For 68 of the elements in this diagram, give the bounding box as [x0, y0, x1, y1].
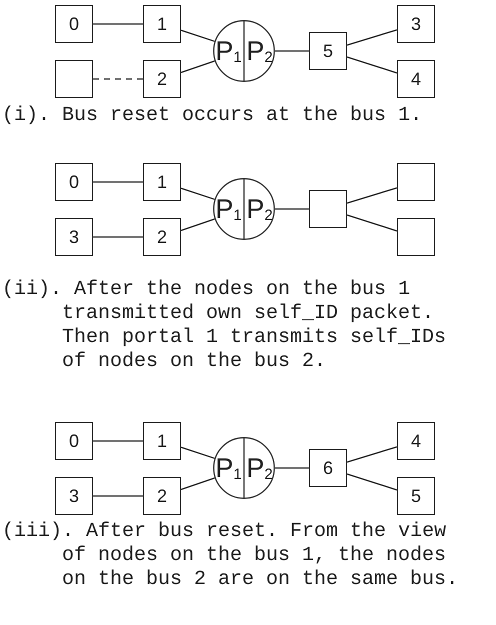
connector-line: [346, 473, 398, 491]
connector-line: [346, 446, 398, 463]
node-number: 0: [68, 430, 79, 452]
node-number: 1: [156, 172, 167, 192]
node-box: [397, 218, 435, 256]
node-box: [309, 190, 347, 228]
connector-line: [346, 187, 398, 204]
node-box: [143, 163, 181, 201]
node-box: [55, 422, 93, 460]
connector-line: [275, 467, 309, 469]
node-number: 4: [410, 68, 421, 90]
connector-line: [180, 218, 215, 232]
node-number: 3: [68, 486, 79, 506]
node-number: 3: [410, 14, 421, 34]
connector-line: [275, 50, 309, 52]
connector-line: [180, 188, 215, 200]
node-box: [55, 60, 93, 98]
connector-line: [346, 56, 398, 74]
connector-line: [93, 23, 143, 25]
node-number: 6: [322, 458, 333, 478]
connector-line: [346, 214, 398, 232]
connector-line: [275, 208, 309, 210]
node-number: 5: [322, 40, 333, 62]
node-box: [309, 449, 347, 487]
node-box: [143, 60, 181, 98]
connector-line: [93, 236, 143, 238]
connector-line: [180, 477, 215, 490]
dashed-connector-line: [93, 78, 143, 80]
portal-label: P$_{1}$: [214, 38, 243, 64]
node-box: [397, 477, 435, 515]
portal-label: P$_{1}$: [214, 454, 243, 482]
node-number: 1: [156, 430, 167, 452]
node-number: 5: [410, 486, 421, 506]
node-number: 1: [156, 14, 167, 34]
connector-line: [346, 29, 398, 46]
node-number: 0: [68, 172, 79, 192]
node-box: [397, 5, 435, 43]
node-number: 2: [156, 68, 167, 90]
node-box: [143, 422, 181, 460]
connector-line: [180, 60, 215, 74]
node-box: [309, 32, 347, 70]
node-box: [143, 477, 181, 515]
node-box: [397, 422, 435, 460]
node-number: 3: [68, 226, 79, 248]
node-box: [143, 5, 181, 43]
caption-text: (i). Bus reset occurs at the bus 1.: [2, 104, 424, 128]
connector-line: [93, 495, 143, 497]
node-number: 2: [156, 226, 167, 248]
caption-text: (iii). After bus reset. From the view of nodes on the bus 1, the nodes on the bus 2 are on the same bus.: [2, 520, 460, 592]
node-box: [143, 218, 181, 256]
node-box: [55, 477, 93, 515]
node-number: 0: [68, 14, 79, 34]
node-box: [55, 5, 93, 43]
node-box: [397, 163, 435, 201]
portal-label: P$_{2}$: [245, 196, 274, 222]
portal-label: P$_{2}$: [245, 454, 274, 482]
connector-line: [180, 446, 215, 459]
node-number: 4: [410, 430, 421, 452]
connector-line: [180, 30, 215, 42]
node-box: [397, 60, 435, 98]
node-box: [55, 163, 93, 201]
connector-line: [93, 440, 143, 442]
portal-label: P$_{1}$: [214, 196, 243, 222]
connector-line: [93, 181, 143, 183]
node-box: [55, 218, 93, 256]
node-number: 2: [156, 486, 167, 506]
caption-text: (ii). After the nodes on the bus 1 transmitted own self_ID packet. Then portal 1 transmits self_IDs of nodes on the bus 2.: [2, 278, 448, 374]
portal-label: P$_{2}$: [245, 38, 274, 64]
